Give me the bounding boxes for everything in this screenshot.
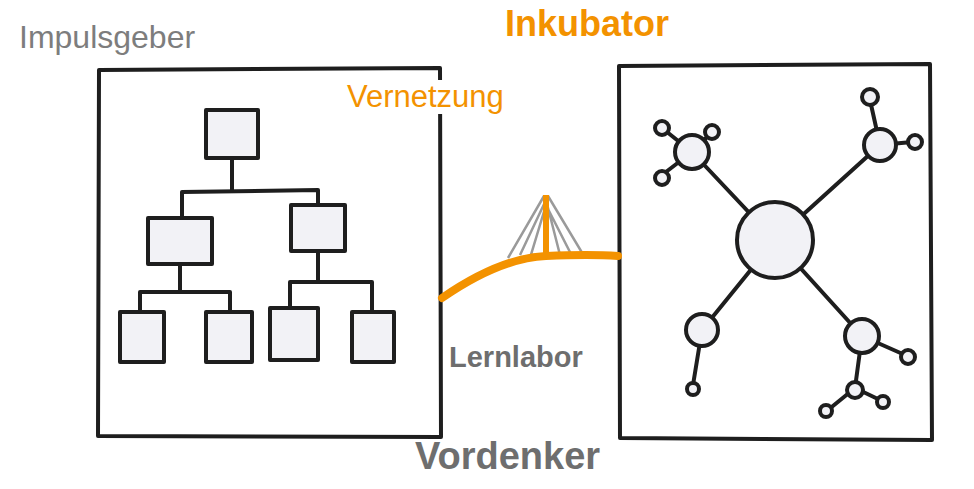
network xyxy=(655,89,922,417)
label: Lernlabor xyxy=(446,342,586,374)
network-frame xyxy=(619,64,932,440)
org-chart xyxy=(120,110,394,362)
bridge xyxy=(442,195,618,298)
label: Inkubator xyxy=(502,4,672,44)
hierarchy-frame xyxy=(98,68,441,437)
label: Vordenker xyxy=(412,436,603,478)
label: Vernetzung xyxy=(344,80,507,114)
label: Impulsgeber xyxy=(16,20,198,55)
